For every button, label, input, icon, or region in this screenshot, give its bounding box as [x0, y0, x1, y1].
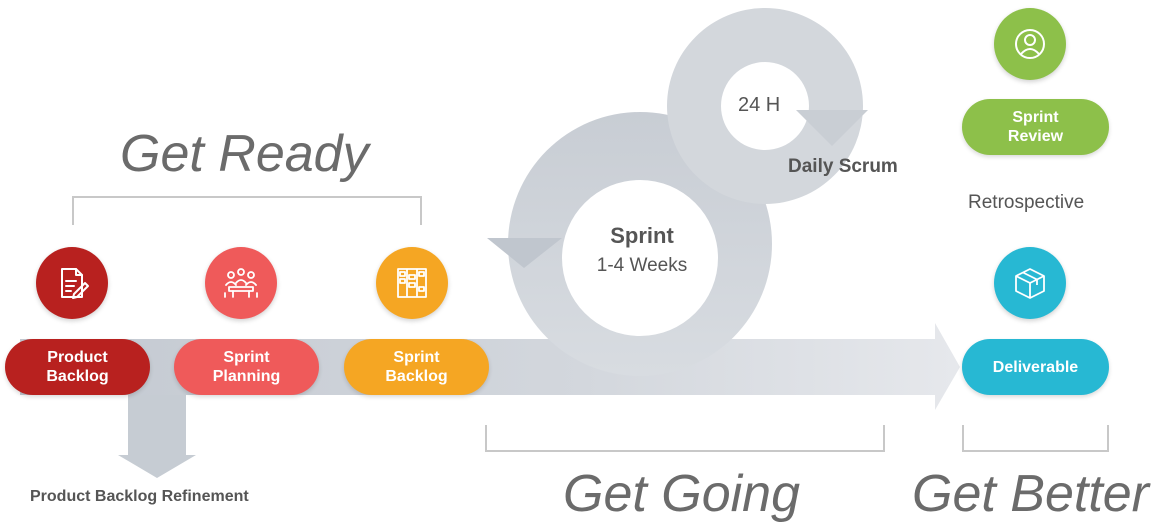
- sprint-review-icon-circle: [994, 8, 1066, 80]
- deliverable-icon-circle: [994, 247, 1066, 319]
- retrospective-label: Retrospective: [968, 192, 1085, 213]
- get-going-heading: Get Going: [563, 465, 801, 523]
- sprint-label: Sprint: [610, 223, 674, 248]
- refinement-arrow: [118, 388, 196, 478]
- get-ready-heading: Get Ready: [120, 125, 369, 183]
- sprint-duration-label: 1-4 Weeks: [596, 255, 688, 276]
- product-backlog-icon-circle: [36, 247, 108, 319]
- sprint-backlog-icon-circle: [376, 247, 448, 319]
- get-better-heading: Get Better: [912, 465, 1149, 523]
- team-meeting-icon: [224, 268, 258, 298]
- daily-scrum-loop: [667, 8, 863, 204]
- kanban-board-icon: [397, 268, 427, 298]
- get-better-bracket: [962, 425, 1109, 452]
- product-backlog-stage: Product Backlog: [5, 339, 150, 395]
- user-icon: [1015, 29, 1045, 59]
- daily-cycle-label: 24 H: [738, 94, 781, 116]
- daily-scrum-arrowhead: [796, 110, 868, 146]
- sprint-planning-icon-circle: [205, 247, 277, 319]
- sprint-loop-arrowhead: [487, 238, 562, 268]
- refinement-label: Product Backlog Refinement: [30, 488, 249, 505]
- get-ready-bracket: [72, 196, 422, 225]
- get-going-bracket: [485, 425, 885, 452]
- sprint-review-stage: Sprint Review: [962, 99, 1109, 155]
- sprint-planning-stage: Sprint Planning: [174, 339, 319, 395]
- deliverable-stage: Deliverable: [962, 339, 1109, 395]
- package-box-icon: [1015, 268, 1045, 299]
- daily-scrum-label: Daily Scrum: [788, 156, 898, 177]
- sprint-backlog-stage: Sprint Backlog: [344, 339, 489, 395]
- document-edit-icon: [61, 268, 89, 299]
